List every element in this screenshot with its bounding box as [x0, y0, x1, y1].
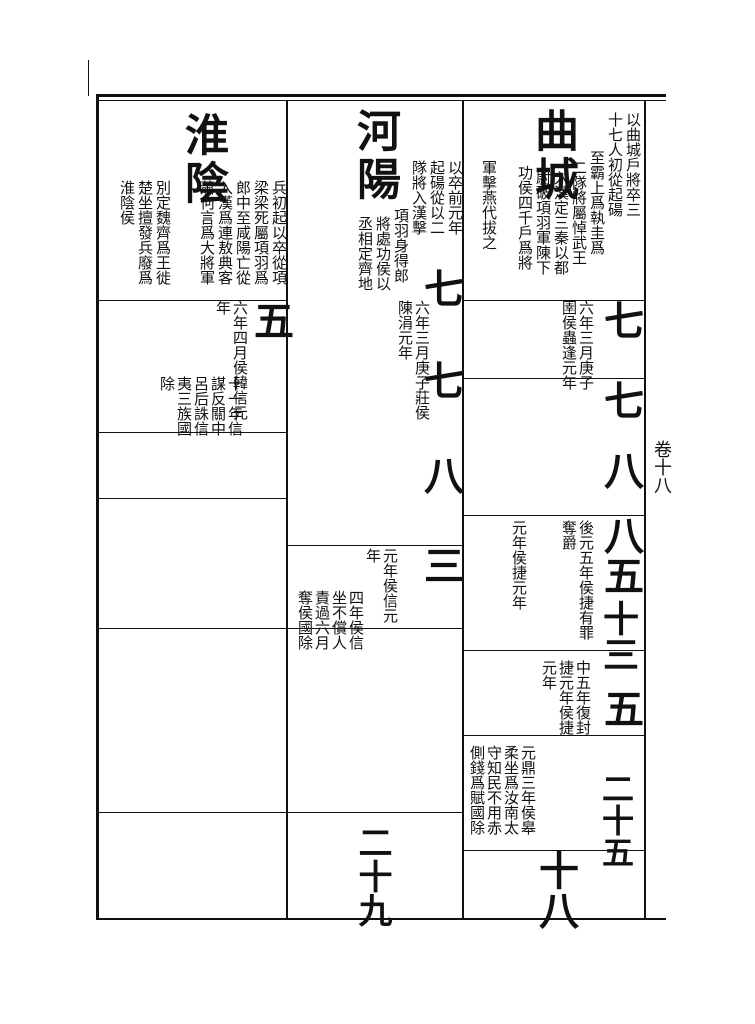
- bio-line: 淮陰侯: [118, 180, 136, 225]
- entry-text: 六年三月庚子莊侯陳涓元年: [396, 300, 431, 420]
- bio-line: 郎中至咸陽亡從: [234, 180, 252, 285]
- rank-value: 三: [417, 545, 464, 585]
- bio-line: 以曲城戶將卒三: [624, 112, 642, 217]
- entry-text: 元年侯捷元年: [510, 520, 528, 610]
- row-rule: [464, 378, 644, 379]
- row-rule: [99, 432, 286, 433]
- entry-text: 中五年復封捷元年侯捷元年: [540, 660, 592, 735]
- rank-value: 七: [597, 380, 644, 420]
- entry-text: 元年侯信元年: [364, 548, 399, 623]
- bio-line: 入漢爲連敖典客: [216, 180, 234, 285]
- running-title: 卷十八: [651, 440, 672, 494]
- row-rule: [288, 812, 462, 813]
- row-rule: [99, 300, 286, 301]
- bio-line: 楚坐擅發兵廢爲: [136, 180, 154, 285]
- row-rule: [288, 545, 462, 546]
- bio-line: 二隊將屬悼武王: [570, 160, 588, 265]
- row-rule: [464, 735, 644, 736]
- rank-value: 五: [597, 688, 644, 728]
- rank-value: 五: [247, 300, 294, 340]
- bio-line: 至霸上爲執圭爲: [588, 150, 606, 255]
- bio-line: 起碭從以二: [428, 160, 446, 235]
- row-rule: [464, 850, 644, 851]
- rank-value: 七: [597, 300, 644, 340]
- row-rule: [99, 628, 286, 629]
- bio-line: 尉破項羽軍陳下: [534, 170, 552, 275]
- rank-value: 八: [417, 455, 464, 495]
- entry-text: 元鼎三年侯皋柔坐爲汝南太守知民不用赤側錢爲賦國除: [468, 745, 537, 835]
- row-rule: [99, 812, 286, 813]
- column-divider-1: [286, 100, 288, 918]
- rank-value: 七: [417, 268, 464, 308]
- entry-text: 後元五年侯捷有罪奪爵: [560, 520, 595, 640]
- table-bottom-border: [96, 918, 666, 920]
- entry-text: 六年四月侯韓信元年: [214, 300, 249, 420]
- row-rule: [99, 498, 286, 499]
- bio-line: 入漢定三秦以都: [552, 170, 570, 275]
- bio-line: 丞相定齊地: [356, 216, 374, 291]
- entry-text: 四年侯信坐不償人責過六月奪侯國除: [296, 590, 365, 650]
- bio-line: 項羽身得郎: [392, 208, 410, 283]
- table-top-border-inner: [96, 100, 666, 101]
- bio-line: 蕭何言爲大將軍: [198, 180, 216, 285]
- bio-line: 別定魏齊爲王徙: [154, 180, 172, 285]
- rank-value: 二十五: [597, 772, 635, 868]
- table-top-border: [96, 94, 666, 97]
- column-title-heyang: 河陽: [349, 108, 400, 204]
- bio-line: 兵初起以卒從項: [270, 180, 288, 285]
- bio-line: 將處功侯以: [374, 216, 392, 291]
- bottom-rank: 二十九: [352, 825, 392, 927]
- table-right-border: [644, 100, 646, 918]
- entry-text: 六年三月庚子圉侯蟲逢元年: [560, 300, 595, 390]
- bio-line: 隊將入漢擊: [410, 160, 428, 235]
- row-rule: [464, 650, 644, 651]
- bio-line: 軍擊燕代拔之: [480, 160, 498, 250]
- entry-text: 十一年信謀反關中呂后誅信夷三族國除: [158, 376, 244, 436]
- row-rule: [288, 628, 462, 629]
- table-left-border: [96, 94, 99, 920]
- bio-line: 十七人初從起碭: [606, 112, 624, 217]
- bio-line: 功侯四千戶爲將: [516, 165, 534, 270]
- rank-value: 八: [597, 450, 644, 490]
- column-title-huaiyin: 淮陰: [177, 112, 228, 208]
- row-rule: [464, 515, 644, 516]
- bio-line: 梁梁死屬項羽爲: [252, 180, 270, 285]
- rank-value: 十三: [597, 600, 639, 672]
- row-rule: [464, 300, 644, 301]
- column-title-qucheng: 曲城: [527, 108, 578, 204]
- bottom-rank: 十八: [532, 850, 579, 930]
- rank-value: 五: [597, 555, 644, 595]
- rank-value: 八: [597, 515, 644, 555]
- column-divider-2: [462, 100, 464, 918]
- page-edge-line: [88, 60, 89, 96]
- bio-line: 以卒前元年: [446, 160, 464, 235]
- rank-value: 七: [417, 360, 464, 400]
